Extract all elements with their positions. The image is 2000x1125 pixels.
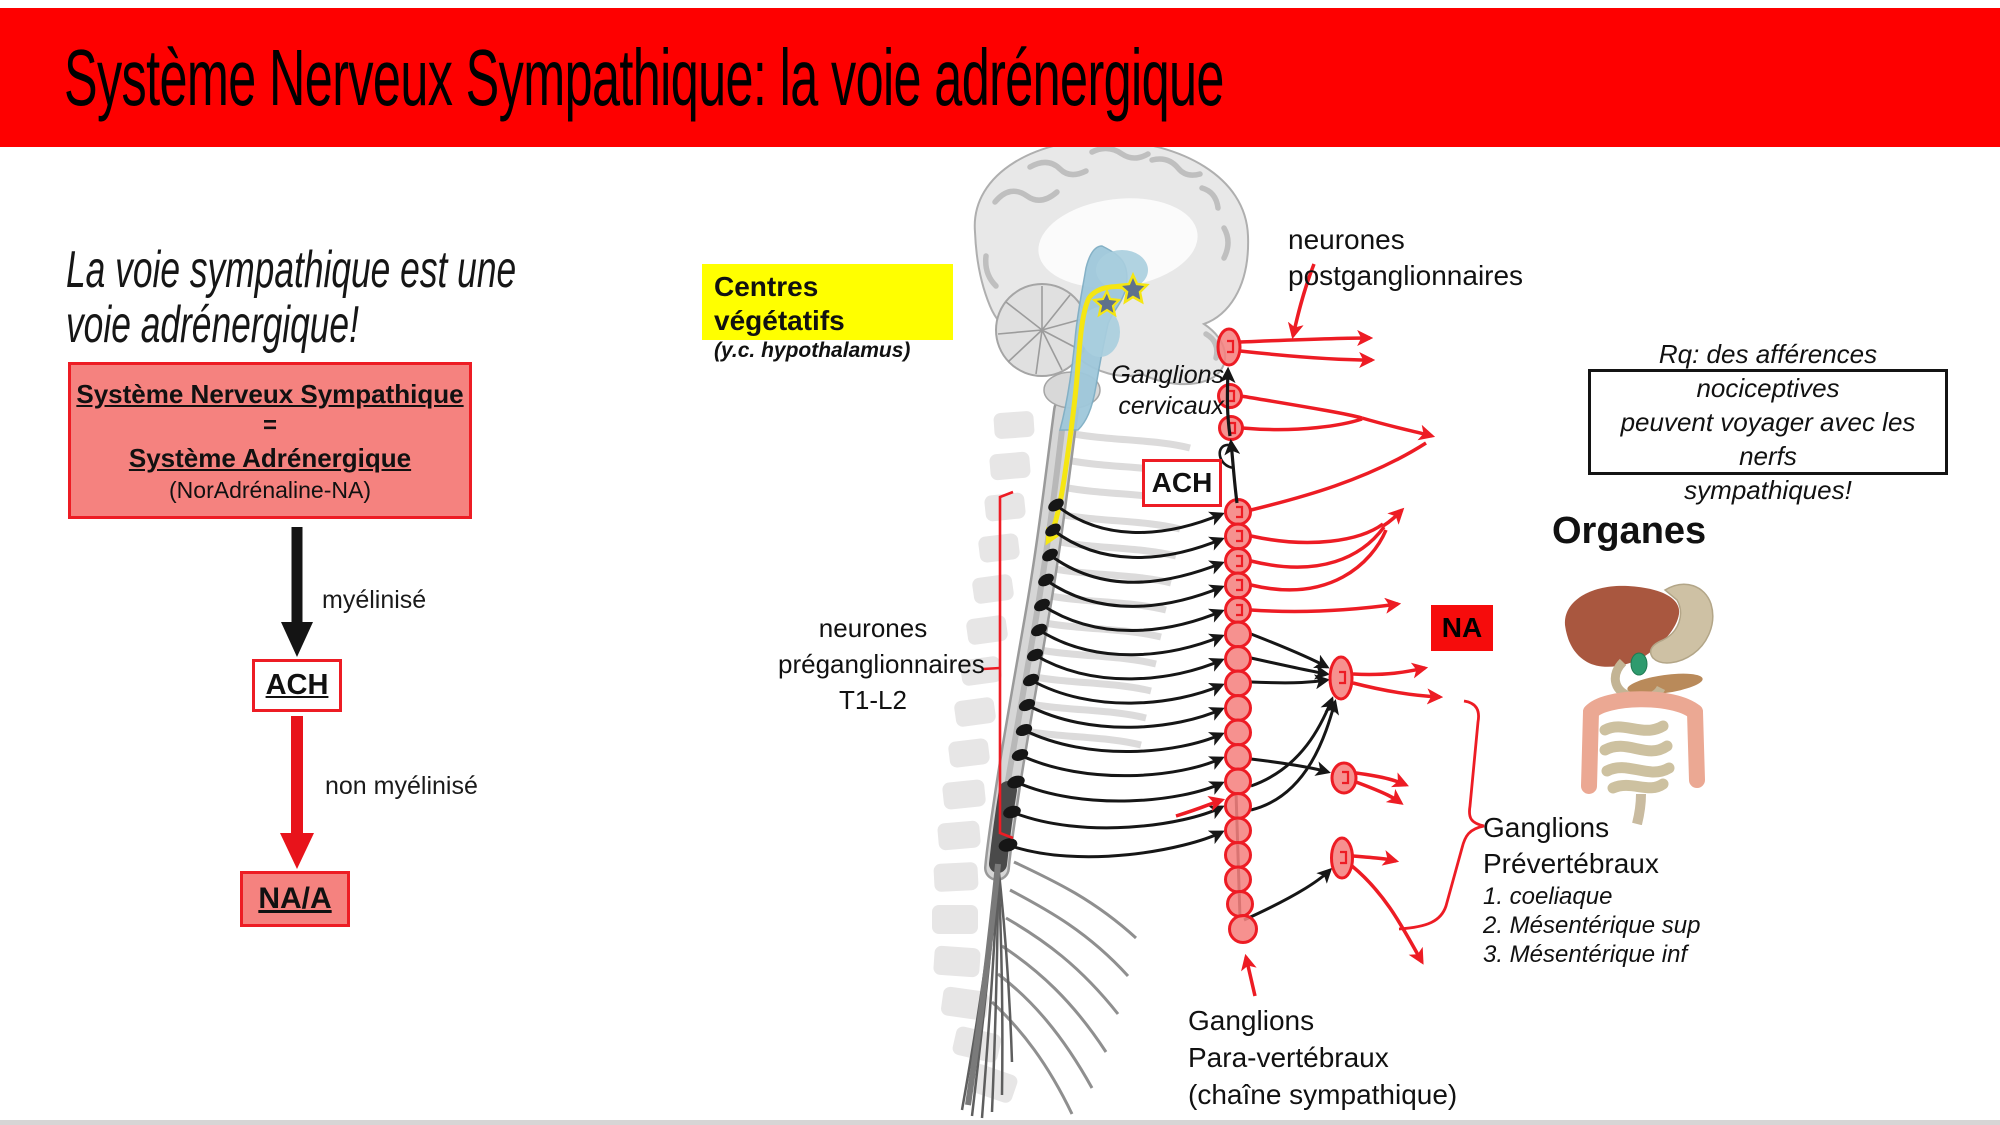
paravertebral-line2: Para-vertébraux <box>1188 1042 1389 1073</box>
paravertebral-label: Ganglions Para-vertébraux (chaîne sympat… <box>1188 1002 1457 1113</box>
prevertebral-label: Ganglions Prévertébraux 1. coeliaque 2. … <box>1483 810 1700 969</box>
splanchnic-fibers <box>1243 632 1339 922</box>
note-line3: sympathiques! <box>1684 475 1852 505</box>
postganglionic-label: neurones postganglionnaires <box>1288 222 1523 294</box>
naa-box: NA/A <box>240 871 350 927</box>
superior-cervical-ganglion <box>1216 327 1242 367</box>
equivalence-line3: (NorAdrénaline-NA) <box>169 476 371 503</box>
brain-illustration <box>973 138 1250 431</box>
paravertebral-pointer-arrow <box>1241 953 1257 997</box>
hypothalamic-pathway <box>1045 271 1150 546</box>
pons <box>1080 307 1120 357</box>
preganglionic-fibers <box>1007 503 1225 859</box>
preganglionic-line3: T1-L2 <box>839 685 907 715</box>
title-banner: Système Nerveux Sympathique: la voie adr… <box>0 8 2000 147</box>
small-intestine <box>1599 720 1675 794</box>
prevertebral-item-mesenterique-sup: 2. Mésentérique sup <box>1483 912 1701 939</box>
paravertebral-line1: Ganglions <box>1188 1005 1315 1036</box>
ach-box: ACH <box>252 659 342 712</box>
prevertebral-line1: Ganglions <box>1483 812 1610 843</box>
spinal-cord <box>960 397 1079 1119</box>
unmyelinated-label: non myélinisé <box>325 772 478 800</box>
stomach <box>1649 583 1714 664</box>
centres-line1: Centres végétatifs <box>714 271 845 336</box>
cervical-ganglia-label: Ganglions cervicaux <box>1040 360 1224 422</box>
vegetative-centres-box: Centres végétatifs (y.c. hypothalamus) <box>702 264 953 362</box>
na-diagram-box: NA <box>1431 605 1493 651</box>
preganglionic-cell-bodies <box>998 498 1064 852</box>
conus-medullaris <box>989 781 1017 873</box>
pancreas <box>1627 673 1703 695</box>
rectum <box>1632 793 1646 825</box>
equivalence-line2: Système Adrénergique <box>128 442 412 473</box>
superior-mesenteric-ganglion <box>1330 761 1358 795</box>
note-line1: Rq: des afférences nociceptives <box>1658 339 1878 403</box>
postganglionic-fibers <box>1175 329 1444 965</box>
liver <box>1564 585 1680 667</box>
prevertebral-item-mesenterique-inf: 3. Mésentérique inf <box>1483 941 1688 968</box>
prevertebral-item-coeliaque: 1. coeliaque <box>1483 883 1613 910</box>
red-down-arrow <box>280 833 314 869</box>
celiac-ganglion <box>1328 655 1354 701</box>
equivalence-box: Système Nerveux Sympathique = Système Ad… <box>68 362 472 519</box>
slide-title: Système Nerveux Sympathique: la voie adr… <box>64 32 1224 122</box>
large-intestine <box>1581 691 1705 794</box>
centres-line2: (y.c. hypothalamus) <box>714 339 911 362</box>
prevertebral-line2: Prévertébraux <box>1483 848 1659 879</box>
cervical-line1: Ganglions <box>1111 361 1224 389</box>
inferior-mesenteric-ganglion <box>1330 836 1354 880</box>
cervical-line2: cervicaux <box>1118 392 1224 420</box>
nociceptive-note-box: Rq: des afférences nociceptives peuvent … <box>1588 339 1948 505</box>
preganglionic-label: neurones préganglionnaires T1-L2 <box>778 610 985 718</box>
myelinated-label: myélinisé <box>322 586 427 614</box>
statement-line2: voie adrénergique! <box>66 296 359 355</box>
organs-illustration <box>1564 583 1714 825</box>
paravertebral-chain <box>1216 327 1358 944</box>
postganglionic-pointer-arrow <box>1287 263 1316 340</box>
black-down-arrow <box>281 622 313 657</box>
statement-line1: La voie sympathique est une <box>66 241 517 299</box>
ach-diagram-box: ACH <box>1142 459 1222 507</box>
cervical-ascending-fiber <box>1218 366 1241 504</box>
postganglionic-line2: postganglionnaires <box>1288 260 1524 291</box>
cerebellum-folia <box>997 286 1087 375</box>
equals-sign: = <box>262 411 277 439</box>
slide-bottom-edge <box>0 1120 2000 1125</box>
statement-text: La voie sympathique est une voie adréner… <box>66 241 517 355</box>
preganglionic-line2: préganglionnaires <box>778 649 985 679</box>
brainstem-star-icon <box>1091 288 1122 318</box>
postganglionic-line1: neurones <box>1288 224 1405 255</box>
paravertebral-line3: (chaîne sympathique) <box>1188 1079 1458 1110</box>
preganglionic-bracket <box>998 490 1014 840</box>
equivalence-line1: Système Nerveux Sympathique <box>76 378 464 409</box>
hypothalamus-star-icon <box>1116 271 1150 305</box>
note-line2: peuvent voyager avec les nerfs <box>1620 407 1916 471</box>
annotations <box>982 263 1485 997</box>
synapse-marks <box>1227 339 1350 865</box>
organs-heading: Organes <box>1552 510 1707 552</box>
prevertebral-brace <box>1398 699 1485 931</box>
gallbladder <box>1630 652 1648 676</box>
flow-arrows <box>280 527 314 869</box>
white-matter <box>1038 198 1198 288</box>
preganglionic-line1: neurones <box>818 613 928 643</box>
